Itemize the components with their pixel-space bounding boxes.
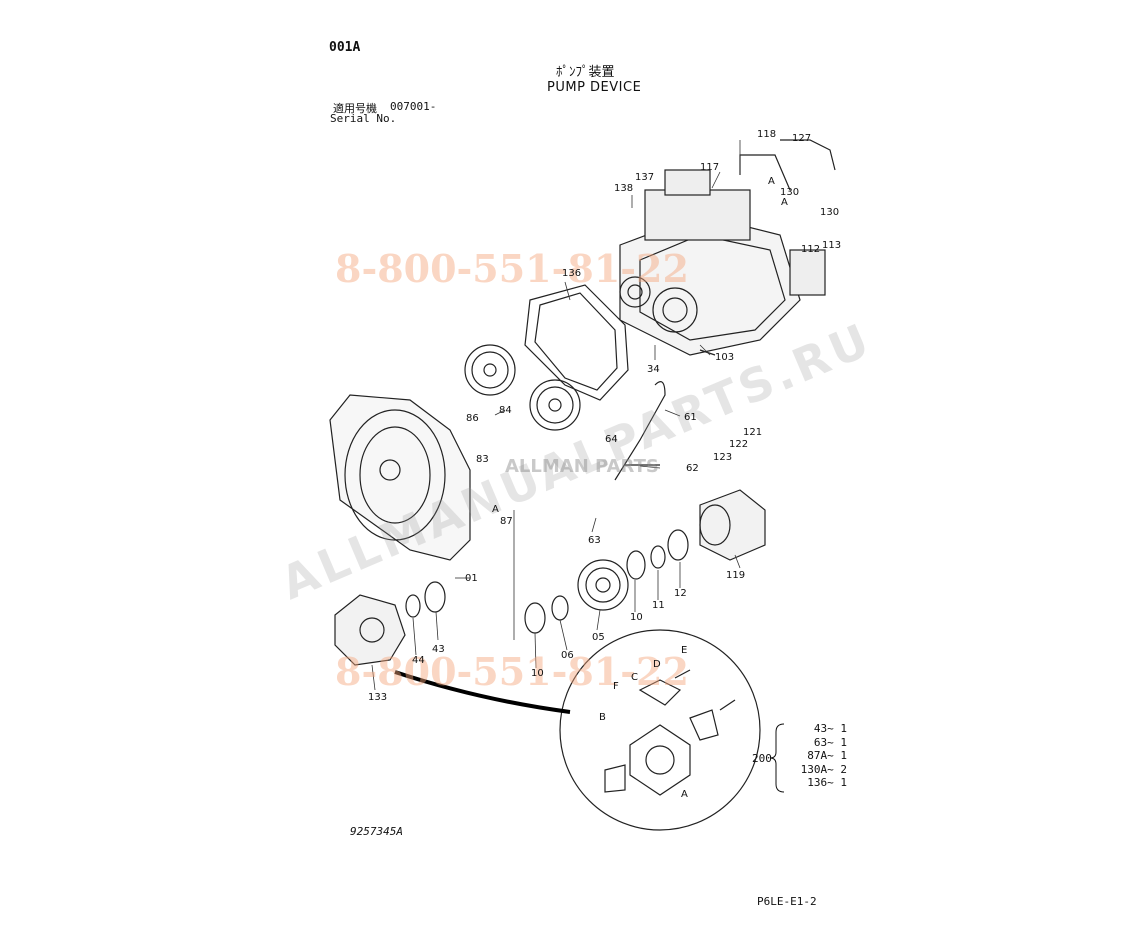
kit-label: 200 — [752, 752, 772, 765]
page-reference: P6LE-E1-2 — [757, 895, 817, 908]
callout-label: 43 — [432, 644, 445, 655]
callout-label: 84 — [499, 405, 512, 416]
coupling-133 — [334, 594, 406, 666]
callout-label: 123 — [713, 452, 732, 463]
callout-label: 44 — [412, 655, 425, 666]
bearing-10-lower — [524, 602, 546, 634]
callout-label: 103 — [715, 352, 734, 363]
gasket-136 — [524, 284, 629, 401]
callout-label: 86 — [466, 413, 479, 424]
bearing-43 — [424, 581, 446, 613]
callout-label: 10 — [630, 612, 643, 623]
kit-item: 136~ 1 — [807, 776, 847, 789]
title-japanese: ﾎﾟﾝﾌﾟ装置 — [556, 65, 615, 80]
callout-label: 87 — [500, 516, 513, 527]
callout-label: A — [681, 789, 688, 800]
title-english: PUMP DEVICE — [547, 80, 642, 95]
callout-label: A — [781, 197, 788, 208]
callout-label: 61 — [684, 412, 697, 423]
callout-label: 136 — [562, 268, 581, 279]
callout-label: 64 — [605, 434, 618, 445]
detail-leader-line — [394, 670, 571, 714]
snap-ring-11 — [650, 545, 666, 569]
callout-label: 137 — [635, 172, 654, 183]
callout-label: C — [631, 672, 638, 683]
serial-label-japanese: 適用号機 — [333, 102, 377, 115]
callout-label: A — [768, 176, 775, 187]
gear-pump-119 — [699, 489, 766, 561]
ring-12 — [667, 529, 689, 561]
dipstick-61 — [614, 381, 666, 481]
watermark-phone-bottom: 8-800-551-81-22 — [335, 649, 689, 694]
callout-label: 127 — [792, 133, 811, 144]
callout-label: 122 — [729, 439, 748, 450]
kit-items: 43~ 1 63~ 1 87A~ 1 130A~ 2 136~ 1 — [777, 722, 847, 790]
snap-ring-44 — [405, 594, 421, 618]
gear-05 — [577, 559, 629, 611]
callout-label: 112 — [801, 244, 820, 255]
housing-01 — [329, 394, 471, 561]
callout-label: 62 — [686, 463, 699, 474]
gear-middle — [529, 379, 581, 431]
callout-label: 05 — [592, 632, 605, 643]
kit-item: 63~ 1 — [813, 735, 847, 749]
pump-body-103 — [619, 139, 836, 356]
coupling-detail-circle — [559, 629, 761, 831]
kit-item: 43~ 1 — [813, 722, 847, 735]
watermark-logo: ALLMAN PARTS — [505, 456, 659, 477]
callout-label: 121 — [743, 427, 762, 438]
callout-label: 130 — [780, 187, 799, 198]
callout-label: 118 — [757, 129, 776, 140]
callout-label: E — [681, 645, 687, 656]
callout-label: F — [613, 681, 619, 692]
callout-label: 01 — [465, 573, 478, 584]
callout-label: 11 — [652, 600, 665, 611]
callout-label: A — [492, 504, 499, 515]
callout-label: 63 — [588, 535, 601, 546]
callout-label: 117 — [700, 162, 719, 173]
callout-label: 113 — [822, 240, 841, 251]
callout-label: 119 — [726, 570, 745, 581]
callout-label: D — [653, 659, 661, 670]
callout-label: 10 — [531, 668, 544, 679]
kit-item: 130A~ 2 — [800, 762, 847, 776]
serial-label-english: Serial No. — [330, 112, 397, 125]
bracket-icon — [770, 723, 785, 793]
callout-label: 06 — [561, 650, 574, 661]
callout-label: 130 — [820, 207, 839, 218]
callout-label: 133 — [368, 692, 387, 703]
serial-number-value: 007001- — [390, 100, 437, 113]
callout-label: 138 — [614, 183, 633, 194]
bearing-10-upper — [626, 550, 646, 580]
callout-label: 34 — [647, 364, 660, 375]
callout-label: 12 — [674, 588, 687, 599]
kit-item: 87A~ 1 — [807, 749, 847, 762]
page-code: 001A — [329, 40, 361, 55]
shaft-06 — [551, 595, 569, 621]
watermark-phone-top: 8-800-551-81-22 — [335, 246, 689, 291]
drawing-number: 9257345A — [350, 825, 403, 838]
gear-upper — [464, 344, 516, 396]
callout-label: B — [599, 712, 606, 723]
callout-label: 83 — [476, 454, 489, 465]
